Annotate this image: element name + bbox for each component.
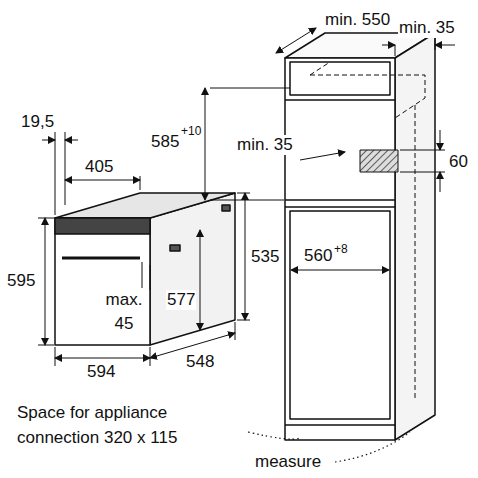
- dimension-label: 548: [185, 352, 215, 372]
- cabinet-dimensions-part: [382, 45, 395, 46]
- oven-dimensions-part: [237, 193, 250, 194]
- hidden-lines-part: [310, 75, 425, 118]
- cabinet-dimensions-part: [435, 45, 455, 46]
- oven-dimensions-part: [200, 230, 201, 330]
- cabinet-dimensions: [205, 28, 455, 270]
- cabinet-dimensions-part: [276, 28, 316, 53]
- note-text: Space for appliance connection 320 x 115: [16, 400, 246, 450]
- oven-dimensions-part: [150, 347, 151, 366]
- dimension-label: min. 35: [236, 135, 294, 155]
- oven-dimensions-part: [55, 347, 56, 366]
- oven-dimensions-part: [42, 140, 55, 141]
- oven-dimensions-part: [235, 322, 236, 340]
- hidden-lines: [310, 62, 425, 400]
- cabinet-dimensions-part: [400, 172, 445, 173]
- cabinet-part: [285, 206, 395, 208]
- dimension-label: 577: [166, 290, 196, 310]
- tolerance-label: +10: [180, 124, 202, 138]
- cabinet-part: [285, 424, 395, 426]
- dimension-label: 405: [84, 157, 114, 177]
- oven-dimensions: [38, 132, 250, 366]
- oven-dimensions-part: [55, 358, 150, 359]
- cabinet-dimensions-part: [300, 152, 345, 160]
- hidden-lines-part: [415, 105, 416, 400]
- cabinet-dimensions-part: [440, 130, 441, 150]
- dimension-label: min. 35: [398, 18, 456, 38]
- cabinet-part: [285, 199, 395, 201]
- cabinet-part: [290, 211, 390, 419]
- cabinet-dimensions-part: [440, 172, 441, 192]
- note-text: measure: [254, 452, 322, 472]
- oven-dimensions-part: [142, 262, 143, 290]
- oven-part: [55, 218, 150, 234]
- cabinet-part: [285, 99, 395, 101]
- oven-dimensions-part: [65, 140, 78, 141]
- dotted-leaders-part: [248, 432, 300, 439]
- dimension-label: 585: [150, 132, 180, 152]
- cabinet: [285, 33, 435, 440]
- cabinet-part: [395, 33, 435, 440]
- dotted-leaders-part: [335, 432, 410, 462]
- cabinet-dimensions-part: [210, 88, 290, 89]
- oven-dimensions-part: [38, 345, 54, 346]
- cabinet-dimensions-part: [205, 88, 206, 200]
- cabinet-dimensions-part: [210, 200, 284, 201]
- oven-dimensions-part: [65, 132, 66, 205]
- oven-dimensions-part: [140, 176, 141, 190]
- cabinet-part: [360, 150, 398, 172]
- cabinet-dimensions-part: [291, 270, 389, 271]
- tolerance-label: +8: [333, 242, 349, 256]
- cabinet-dimensions-part: [395, 45, 396, 56]
- oven: [55, 193, 235, 345]
- oven-part: [55, 218, 150, 345]
- cabinet-part: [285, 58, 395, 440]
- dimension-label: 19,5: [20, 112, 55, 132]
- oven-part: [222, 205, 230, 211]
- oven-part: [62, 257, 140, 260]
- oven-dimensions-part: [55, 132, 56, 215]
- oven-dimensions-part: [45, 218, 46, 345]
- dimension-label: 535: [250, 247, 280, 267]
- oven-dimensions-part: [150, 265, 151, 290]
- oven-part: [150, 193, 235, 345]
- oven-part: [55, 193, 235, 218]
- dimension-label: 60: [448, 152, 469, 172]
- cabinet-dimensions-part: [400, 150, 445, 151]
- oven-dimensions-part: [65, 180, 140, 181]
- oven-dimensions-part: [245, 193, 246, 320]
- dimension-label: min. 550: [324, 10, 391, 30]
- dimension-label: max. 45: [104, 288, 144, 336]
- dimension-label: 594: [86, 362, 116, 382]
- oven-part: [170, 245, 180, 251]
- hidden-lines-part: [310, 62, 330, 75]
- dimension-label: 595: [6, 271, 36, 291]
- dimension-label: 560: [303, 246, 333, 266]
- oven-dimensions-part: [38, 218, 54, 219]
- oven-dimensions-part: [237, 320, 250, 321]
- cabinet-part: [290, 62, 390, 95]
